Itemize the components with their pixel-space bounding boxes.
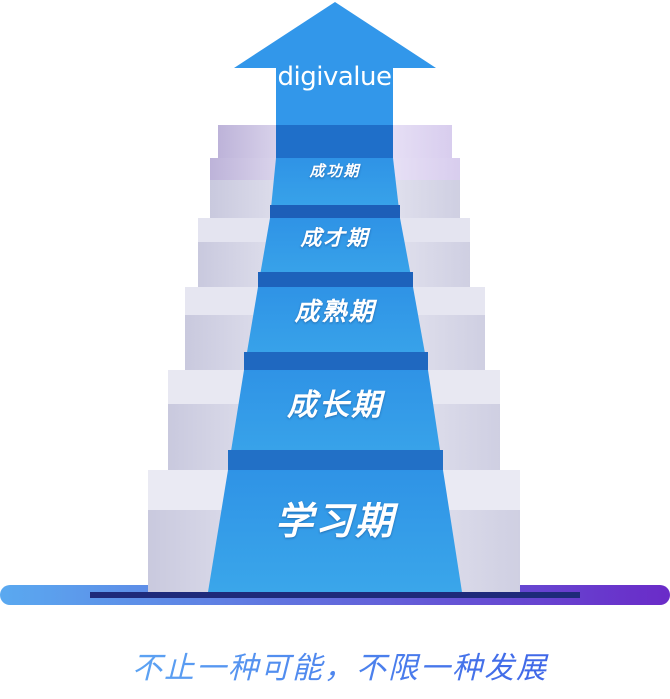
arrow-up-icon bbox=[234, 2, 436, 125]
stage-label-mature: 成熟期 bbox=[294, 297, 376, 326]
stage-label-talent: 成才期 bbox=[300, 226, 370, 250]
digivalue-logo: digivalue bbox=[277, 62, 392, 92]
stage-label-learning: 学习期 bbox=[274, 499, 395, 543]
stairs bbox=[148, 125, 520, 592]
base-shadow-line bbox=[90, 592, 580, 598]
slogan: 不止一种可能，不限一种发展 bbox=[60, 643, 620, 687]
stage-label-growth: 成长期 bbox=[287, 388, 383, 423]
stage-label-success: 成功期 bbox=[309, 162, 361, 180]
